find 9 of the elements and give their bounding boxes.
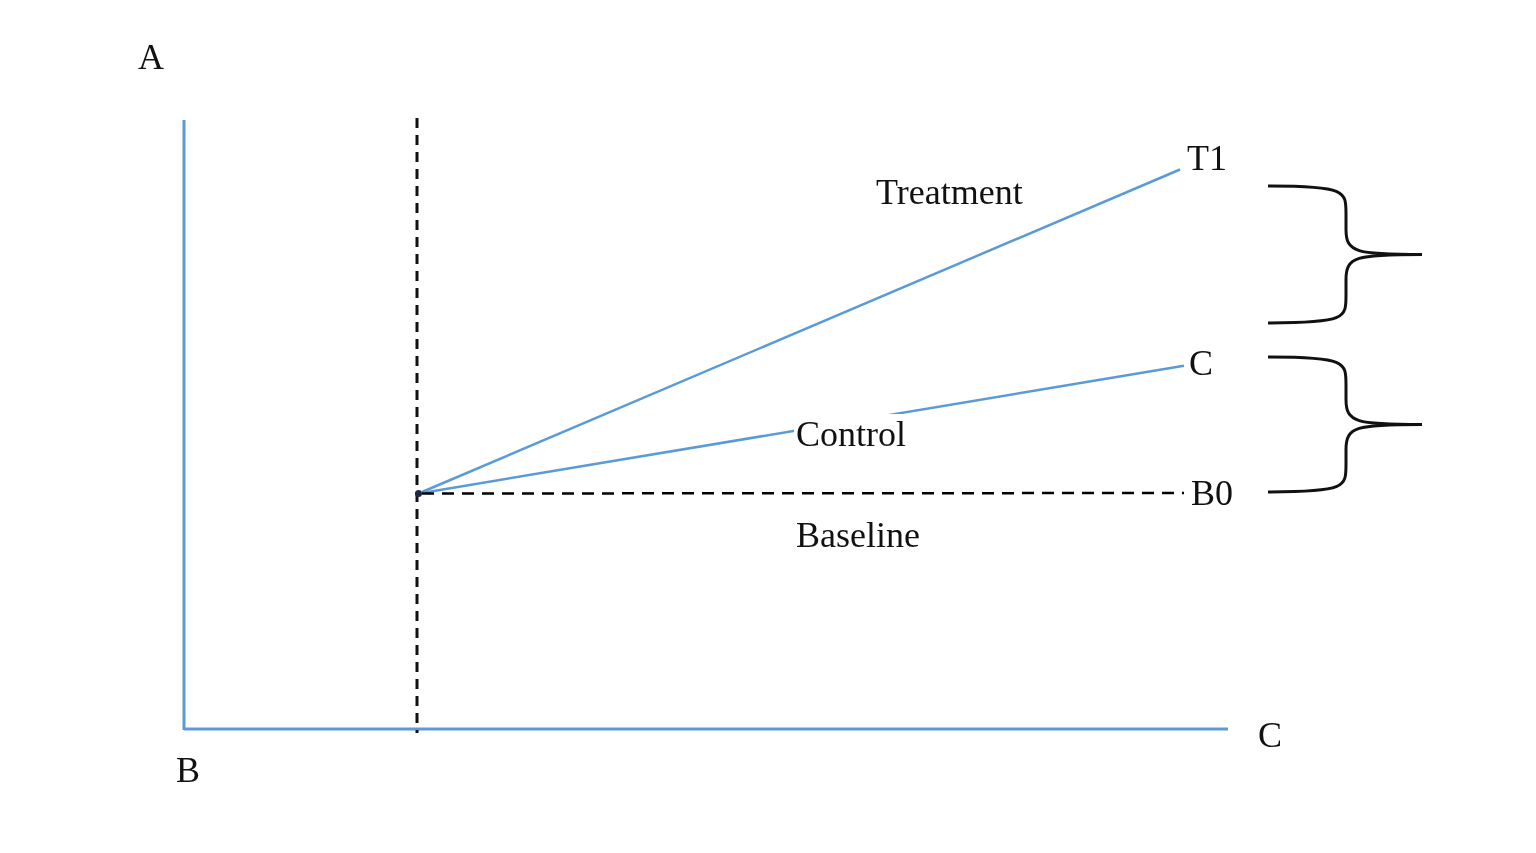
axis-label: C (1258, 715, 1282, 755)
point-label: C (1184, 343, 1218, 383)
point-label: B0 (1184, 473, 1240, 513)
axis-label: A (138, 37, 164, 77)
point-label: T1 (1180, 138, 1234, 178)
line (421, 168, 1181, 494)
origin-point (415, 490, 422, 497)
axis-label: B (176, 750, 200, 790)
dashed-line (422, 491, 1184, 495)
